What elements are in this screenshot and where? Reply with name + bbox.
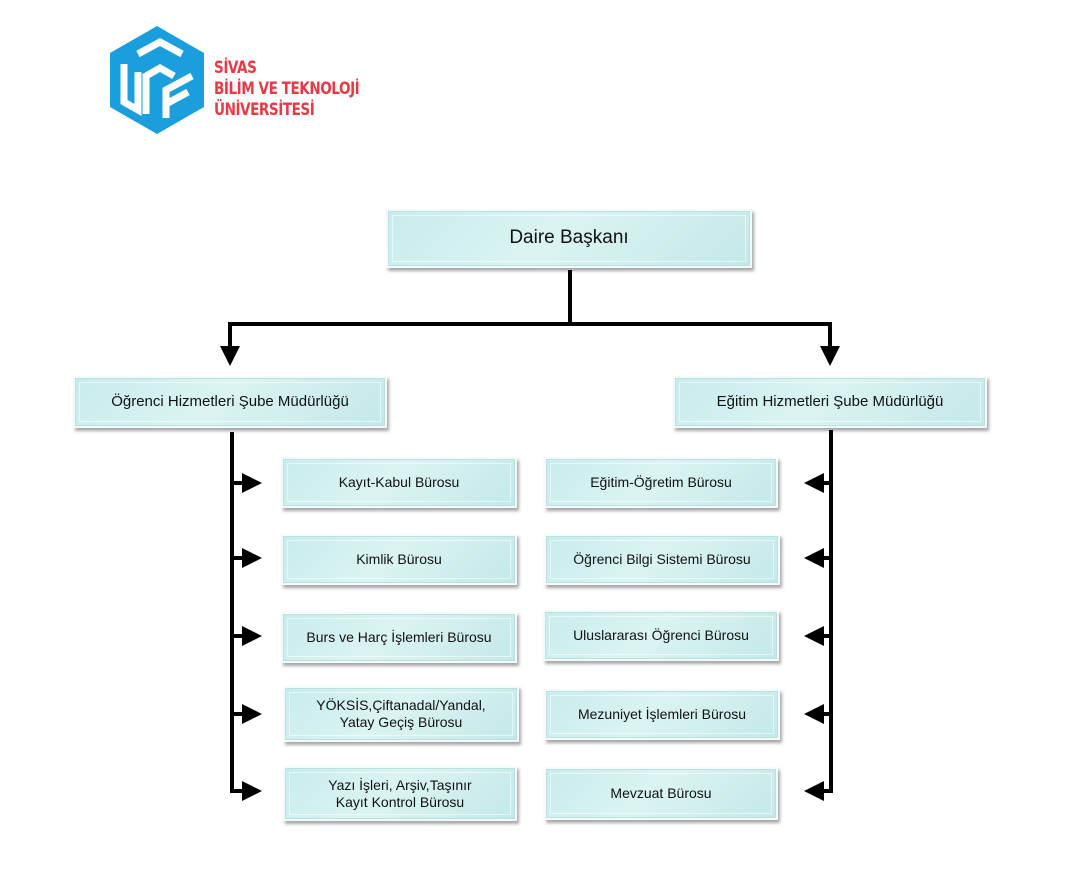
education-services-branch-box: Eğitim Hizmetleri Şube Müdürlüğü <box>673 376 987 428</box>
right-office-box: Uluslararası Öğrenci Bürosu <box>543 610 779 661</box>
university-logo-mark <box>108 24 206 136</box>
left-office-label: Kimlik Bürosu <box>356 551 442 568</box>
left-office-box: Kayıt-Kabul Bürosu <box>281 457 517 508</box>
left-office-box: Burs ve Harç İşlemleri Bürosu <box>281 612 517 663</box>
right-office-label: Mezuniyet İşlemleri Bürosu <box>577 706 747 723</box>
university-name: SİVAS BİLİM VE TEKNOLOJİ ÜNİVERSİTESİ <box>214 58 360 121</box>
right-office-box: Öğrenci Bilgi Sistemi Bürosu <box>544 534 780 585</box>
left-office-label: Yazı İşleri, Arşiv,Taşınır Kayıt Kontrol… <box>328 776 472 810</box>
right-office-label: Öğrenci Bilgi Sistemi Bürosu <box>573 551 751 568</box>
left-office-box: Kimlik Bürosu <box>281 534 517 585</box>
logo-line-2: BİLİM VE TEKNOLOJİ <box>214 79 360 99</box>
student-services-branch-label: Öğrenci Hizmetleri Şube Müdürlüğü <box>111 393 349 410</box>
right-office-box: Mevzuat Bürosu <box>544 767 778 820</box>
logo-line-3: ÜNİVERSİTESİ <box>214 100 315 120</box>
right-office-label: Mevzuat Bürosu <box>610 785 712 802</box>
logo-line-1: SİVAS <box>214 58 257 78</box>
left-office-label: Kayıt-Kabul Bürosu <box>338 474 460 491</box>
student-services-branch-box: Öğrenci Hizmetleri Şube Müdürlüğü <box>73 376 387 428</box>
education-services-branch-label: Eğitim Hizmetleri Şube Müdürlüğü <box>716 393 944 410</box>
department-head-label: Daire Başkanı <box>509 227 629 249</box>
right-office-box: Mezuniyet İşlemleri Bürosu <box>544 689 780 740</box>
right-office-label: Uluslararası Öğrenci Bürosu <box>573 627 749 644</box>
right-office-box: Eğitim-Öğretim Bürosu <box>544 457 778 508</box>
right-office-label: Eğitim-Öğretim Bürosu <box>590 474 732 491</box>
left-office-label: YÖKSİS,Çiftanadal/Yandal, Yatay Geçiş Bü… <box>316 697 486 730</box>
department-head-box: Daire Başkanı <box>386 209 752 268</box>
left-office-box: Yazı İşleri, Arşiv,Taşınır Kayıt Kontrol… <box>283 766 517 821</box>
left-office-box: YÖKSİS,Çiftanadal/Yandal, Yatay Geçiş Bü… <box>283 686 519 742</box>
left-office-label: Burs ve Harç İşlemleri Bürosu <box>306 629 492 646</box>
